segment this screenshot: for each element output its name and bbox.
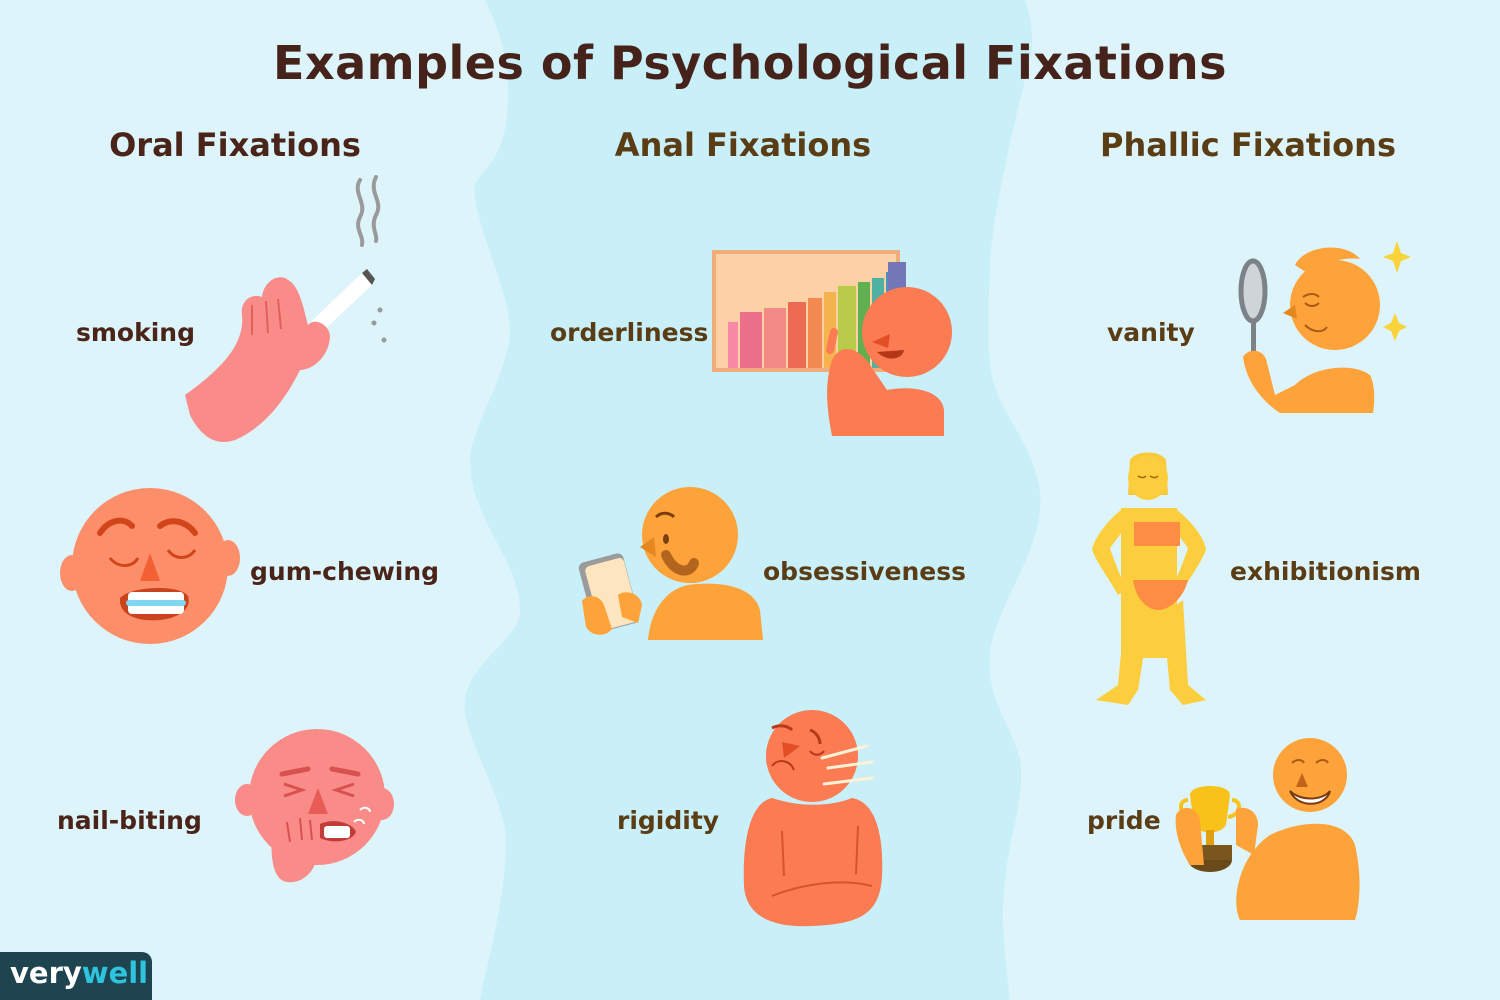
- person-arms-crossed-icon: [743, 710, 883, 927]
- label-pride: pride: [1087, 806, 1161, 835]
- heading-anal-fixations: Anal Fixations: [614, 126, 872, 164]
- person-staring-at-phone-icon: [578, 487, 763, 640]
- verywell-logo: verywell: [0, 952, 152, 1000]
- person-with-mirror-icon: [1238, 241, 1411, 413]
- heading-oral-fixations: Oral Fixations: [109, 126, 361, 164]
- page-title: Examples of Psychological Fixations: [273, 36, 1227, 90]
- label-orderliness: orderliness: [550, 318, 709, 347]
- label-rigidity: rigidity: [617, 806, 720, 835]
- label-nail-biting: nail-biting: [57, 806, 202, 835]
- person-arranging-books-icon: [712, 250, 952, 436]
- label-vanity: vanity: [1107, 318, 1195, 347]
- woman-in-bikini-posing-icon: [1092, 452, 1206, 705]
- person-holding-trophy-icon: [1175, 738, 1360, 920]
- heading-phallic-fixations: Phallic Fixations: [1100, 126, 1396, 164]
- brand-text-well: well: [81, 956, 149, 990]
- brand-text-very: very: [10, 956, 82, 990]
- label-obsessiveness: obsessiveness: [763, 557, 967, 586]
- label-exhibitionism: exhibitionism: [1230, 557, 1421, 586]
- label-gum-chewing: gum-chewing: [250, 557, 440, 586]
- hand-holding-cigarette-icon: [185, 175, 387, 443]
- face-biting-nails-icon: [235, 729, 394, 883]
- face-chewing-gum-icon: [60, 488, 240, 644]
- label-smoking: smoking: [76, 318, 195, 347]
